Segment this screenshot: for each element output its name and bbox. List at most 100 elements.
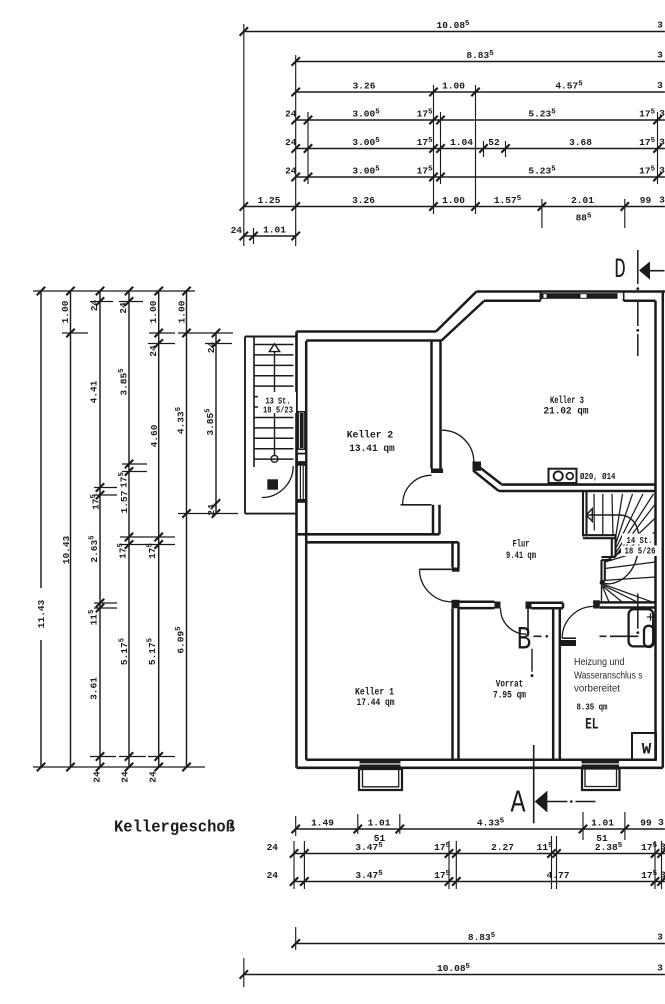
svg-text:99: 99 (640, 195, 652, 206)
svg-text:3.855: 3.855 (118, 368, 129, 396)
svg-text:3.855: 3.855 (205, 408, 216, 436)
svg-text:1.49: 1.49 (311, 818, 334, 829)
svg-text:1.00: 1.00 (176, 300, 187, 323)
svg-text:1.57: 1.57 (119, 490, 130, 513)
svg-text:3: 3 (659, 195, 665, 206)
svg-text:EL: EL (585, 715, 598, 733)
svg-text:vorbereitet: vorbereitet (574, 683, 620, 694)
svg-text:8.35 qm: 8.35 qm (577, 701, 608, 712)
svg-text:1.04: 1.04 (450, 137, 473, 148)
svg-text:3: 3 (229, 821, 235, 832)
svg-text:D: D (614, 255, 626, 286)
svg-text:175: 175 (417, 137, 433, 148)
svg-text:10.085: 10.085 (437, 20, 471, 31)
svg-text:1.25: 1.25 (258, 195, 281, 206)
svg-text:24: 24 (206, 504, 217, 516)
svg-text:1.01: 1.01 (591, 818, 614, 829)
svg-text:2.385: 2.385 (595, 842, 623, 853)
svg-text:Keller 3: Keller 3 (550, 395, 584, 407)
svg-text:2.27: 2.27 (491, 842, 514, 853)
svg-text:3.005: 3.005 (352, 137, 380, 148)
svg-text:Ø20, Ø14: Ø20, Ø14 (580, 472, 616, 482)
svg-text:13 St.: 13 St. (266, 397, 291, 407)
svg-text:3.005: 3.005 (352, 166, 380, 177)
svg-text:5.235: 5.235 (528, 109, 556, 120)
svg-text:17.44 qm: 17.44 qm (357, 698, 395, 709)
svg-text:3: 3 (659, 108, 665, 119)
svg-text:24: 24 (267, 870, 279, 881)
svg-text:4.60: 4.60 (149, 424, 160, 447)
svg-text:1.01: 1.01 (263, 225, 286, 236)
svg-text:175: 175 (639, 137, 655, 148)
svg-text:24: 24 (118, 302, 129, 314)
svg-text:175: 175 (90, 494, 101, 510)
svg-text:8.835: 8.835 (466, 50, 494, 61)
svg-text:Kellergeschoß: Kellergeschoß (114, 819, 235, 838)
svg-text:1.575: 1.575 (494, 195, 522, 206)
svg-text:18 5/23: 18 5/23 (263, 406, 293, 416)
svg-text:885: 885 (576, 212, 592, 223)
svg-text:7.95 qm: 7.95 qm (493, 691, 526, 702)
svg-text:3: 3 (657, 20, 663, 31)
svg-text:3.68: 3.68 (569, 137, 592, 148)
svg-text:175: 175 (417, 166, 433, 177)
svg-text:1.00: 1.00 (442, 195, 465, 206)
svg-text:9.41 qm: 9.41 qm (506, 551, 536, 562)
svg-text:5.235: 5.235 (528, 166, 556, 177)
svg-text:52: 52 (488, 137, 500, 148)
svg-text:3.475: 3.475 (355, 842, 383, 853)
svg-text:24: 24 (91, 771, 102, 783)
svg-text:175: 175 (117, 543, 128, 559)
svg-text:11.43: 11.43 (36, 599, 47, 628)
svg-text:175: 175 (641, 870, 657, 881)
svg-text:14 St.: 14 St. (627, 536, 653, 546)
svg-text:3.005: 3.005 (352, 109, 380, 120)
svg-text:99: 99 (640, 818, 652, 829)
svg-text:3: 3 (657, 932, 663, 943)
svg-text:Keller 1: Keller 1 (355, 687, 394, 699)
svg-text:175: 175 (639, 166, 655, 177)
svg-text:3: 3 (657, 80, 663, 91)
svg-text:3: 3 (657, 50, 663, 61)
svg-text:5.175: 5.175 (119, 637, 130, 665)
svg-text:175: 175 (147, 543, 158, 559)
svg-text:Flur: Flur (513, 539, 530, 551)
svg-text:4.575: 4.575 (555, 81, 583, 92)
svg-text:24: 24 (148, 345, 159, 357)
svg-text:10.43: 10.43 (61, 535, 72, 564)
svg-text:1.00: 1.00 (60, 300, 71, 323)
svg-text:175: 175 (434, 870, 450, 881)
svg-text:24: 24 (285, 109, 297, 120)
svg-text:24: 24 (206, 342, 217, 354)
svg-text:W: W (642, 741, 652, 759)
svg-text:3: 3 (660, 870, 665, 881)
svg-text:24: 24 (89, 300, 100, 312)
svg-text:51: 51 (596, 833, 608, 844)
svg-text:3: 3 (659, 165, 665, 176)
svg-text:3.475: 3.475 (355, 870, 383, 881)
svg-text:1.01: 1.01 (368, 818, 391, 829)
svg-text:3: 3 (658, 817, 664, 828)
svg-text:175: 175 (641, 842, 657, 853)
svg-text:4.335: 4.335 (477, 818, 505, 829)
svg-text:1.00: 1.00 (442, 81, 465, 92)
svg-text:21.02 qm: 21.02 qm (544, 407, 589, 418)
svg-text:Wasseranschlus s: Wasseranschlus s (574, 670, 643, 681)
svg-text:24: 24 (231, 225, 243, 236)
svg-text:115: 115 (88, 609, 99, 625)
svg-text:Keller 2: Keller 2 (347, 430, 394, 442)
svg-text:3: 3 (657, 963, 663, 974)
svg-text:13.41 qm: 13.41 qm (349, 444, 395, 455)
svg-text:24: 24 (147, 771, 158, 783)
svg-text:175: 175 (417, 109, 433, 120)
svg-text:8.835: 8.835 (468, 932, 496, 943)
svg-text:4.41: 4.41 (88, 380, 99, 403)
svg-text:24: 24 (285, 137, 297, 148)
svg-text:115: 115 (537, 842, 553, 853)
svg-text:175: 175 (434, 842, 450, 853)
svg-text:6.095: 6.095 (175, 626, 186, 654)
svg-text:24: 24 (119, 771, 130, 783)
svg-text:Heizung und: Heizung und (574, 657, 625, 668)
svg-text:1.00: 1.00 (148, 300, 159, 323)
svg-text:24: 24 (267, 842, 279, 853)
